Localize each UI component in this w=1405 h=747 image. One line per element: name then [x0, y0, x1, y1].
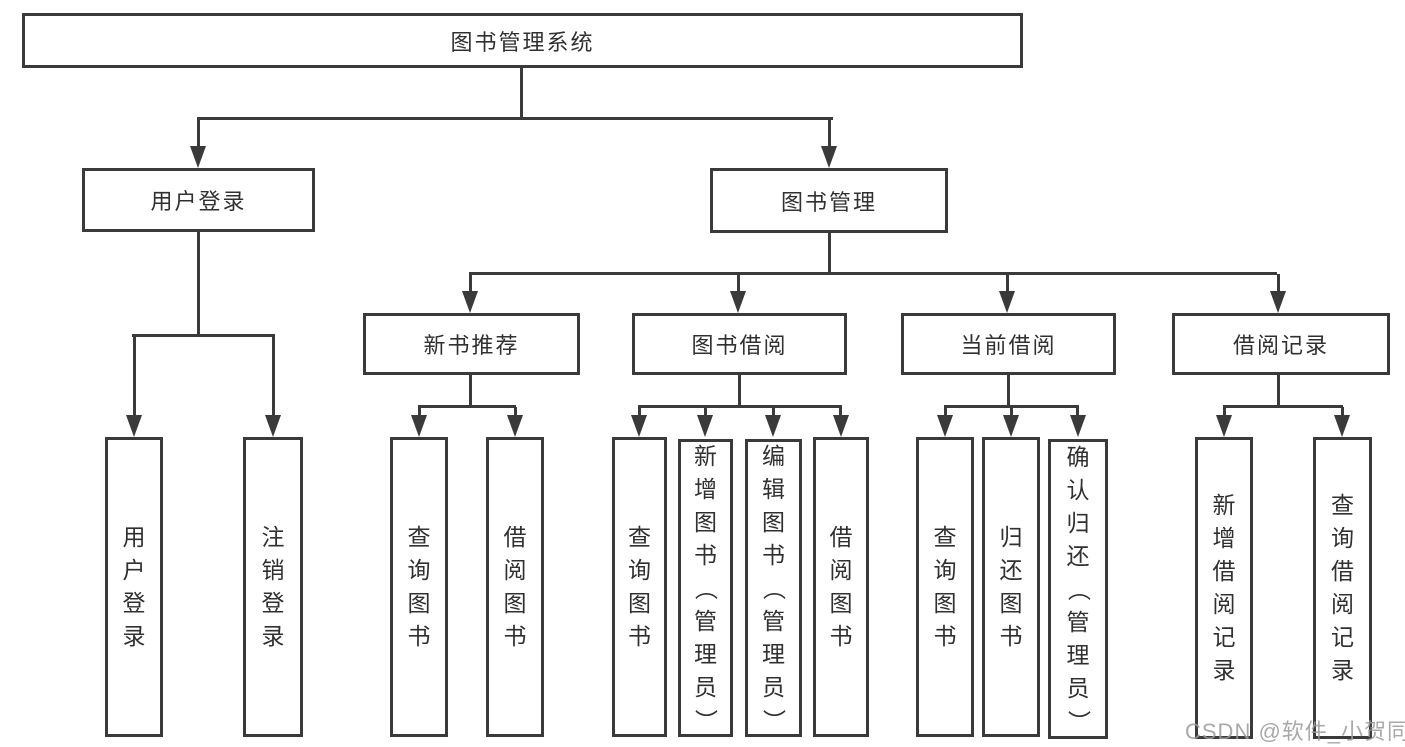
arrow-down-icon — [1216, 415, 1232, 437]
connector-line — [737, 274, 740, 291]
connector-line — [944, 405, 1079, 408]
node-new-book-recommend-label: 新书推荐 — [423, 333, 520, 358]
connector-line — [704, 407, 707, 415]
arrow-down-icon — [507, 415, 523, 437]
arrow-down-icon — [190, 146, 206, 168]
leaf-add-borrow-record: 新增借阅记录 — [1195, 437, 1253, 739]
leaf-label: 归还图书 — [999, 524, 1023, 649]
arrow-down-icon — [1070, 415, 1086, 437]
node-book-management: 图书管理 — [710, 168, 948, 233]
arrow-down-icon — [765, 415, 781, 437]
node-book-borrow: 图书借阅 — [632, 313, 847, 375]
connector-line — [469, 274, 472, 291]
connector-line — [418, 407, 421, 415]
arrow-down-icon — [937, 415, 953, 437]
node-current-borrow: 当前借阅 — [901, 313, 1116, 375]
arrow-down-icon — [833, 415, 849, 437]
connector-line — [197, 119, 200, 148]
arrow-down-icon — [821, 146, 837, 168]
connector-line — [828, 119, 831, 148]
leaf-query-books-recommend: 查询图书 — [390, 437, 448, 737]
connector-line — [1277, 375, 1280, 407]
leaf-query-books-current: 查询图书 — [916, 437, 974, 737]
leaf-edit-book-admin: 编辑图书（管理员） — [745, 439, 802, 737]
connector-line — [638, 407, 641, 415]
node-book-borrow-label: 图书借阅 — [691, 333, 788, 358]
leaf-logout-label: 注销登录 — [261, 524, 285, 649]
connector-line — [1076, 407, 1079, 415]
leaf-user-login-label: 用户登录 — [122, 524, 146, 649]
connector-line — [738, 375, 741, 407]
arrow-down-icon — [126, 415, 142, 437]
arrow-down-icon — [1003, 415, 1019, 437]
arrow-down-icon — [1270, 291, 1286, 313]
connector-line — [1341, 407, 1344, 415]
leaf-confirm-return-admin: 确认归还（管理员） — [1048, 439, 1108, 739]
leaf-label: 新增图书（管理员） — [693, 442, 719, 732]
node-root: 图书管理系统 — [22, 13, 1023, 68]
connector-line — [772, 407, 775, 415]
connector-line — [514, 407, 517, 415]
leaf-label: 编辑图书（管理员） — [761, 442, 787, 732]
arrow-down-icon — [1334, 415, 1350, 437]
connector-line — [469, 375, 472, 407]
leaf-label: 新增借阅记录 — [1212, 492, 1236, 683]
connector-line — [133, 336, 136, 415]
node-book-management-label: 图书管理 — [780, 189, 877, 215]
leaf-label: 查询借阅记录 — [1331, 492, 1354, 683]
node-new-book-recommend: 新书推荐 — [363, 313, 580, 375]
connector-line — [638, 405, 842, 408]
connector-line — [520, 66, 523, 119]
leaf-user-login: 用户登录 — [105, 437, 163, 737]
node-borrow-records-label: 借阅记录 — [1232, 333, 1329, 358]
node-user-login: 用户登录 — [82, 168, 315, 232]
connector-line — [1007, 375, 1010, 407]
connector-line — [828, 232, 831, 274]
node-root-label: 图书管理系统 — [450, 29, 595, 55]
node-current-borrow-label: 当前借阅 — [960, 333, 1057, 358]
leaf-label: 借阅图书 — [829, 524, 853, 649]
leaf-query-borrow-record: 查询借阅记录 — [1313, 437, 1372, 739]
leaf-label: 查询图书 — [628, 524, 651, 649]
connector-line — [1223, 407, 1226, 415]
arrow-down-icon — [631, 415, 647, 437]
connector-line — [1277, 274, 1280, 291]
leaf-label: 查询图书 — [933, 524, 957, 649]
leaf-logout: 注销登录 — [243, 437, 303, 737]
leaf-label: 确认归还（管理员） — [1065, 443, 1092, 733]
node-user-login-label: 用户登录 — [150, 189, 247, 214]
arrow-down-icon — [265, 415, 281, 437]
leaf-query-books-borrow: 查询图书 — [612, 437, 667, 737]
connector-line — [1010, 407, 1013, 415]
connector-line — [197, 232, 200, 336]
watermark-text: CSDN @软件_小贺同学 — [1185, 719, 1405, 744]
leaf-label: 借阅图书 — [503, 524, 527, 649]
leaf-label: 查询图书 — [407, 524, 431, 649]
arrow-down-icon — [999, 291, 1015, 313]
connector-line — [944, 407, 947, 415]
arrow-down-icon — [411, 415, 427, 437]
connector-line — [469, 272, 1277, 275]
arrow-down-icon — [730, 291, 746, 313]
arrow-down-icon — [462, 291, 478, 313]
leaf-add-book-admin: 新增图书（管理员） — [678, 439, 733, 737]
leaf-return-books: 归还图书 — [982, 437, 1040, 737]
connector-line — [197, 117, 833, 120]
arrow-down-icon — [697, 415, 713, 437]
leaf-borrow-books: 借阅图书 — [813, 437, 869, 737]
connector-line — [418, 405, 516, 408]
connector-line — [132, 334, 275, 337]
connector-line — [1223, 405, 1343, 408]
connector-line — [272, 336, 275, 415]
leaf-borrow-books-recommend: 借阅图书 — [486, 437, 544, 737]
node-borrow-records: 借阅记录 — [1172, 313, 1390, 375]
connector-line — [1006, 274, 1009, 291]
connector-line — [839, 407, 842, 415]
